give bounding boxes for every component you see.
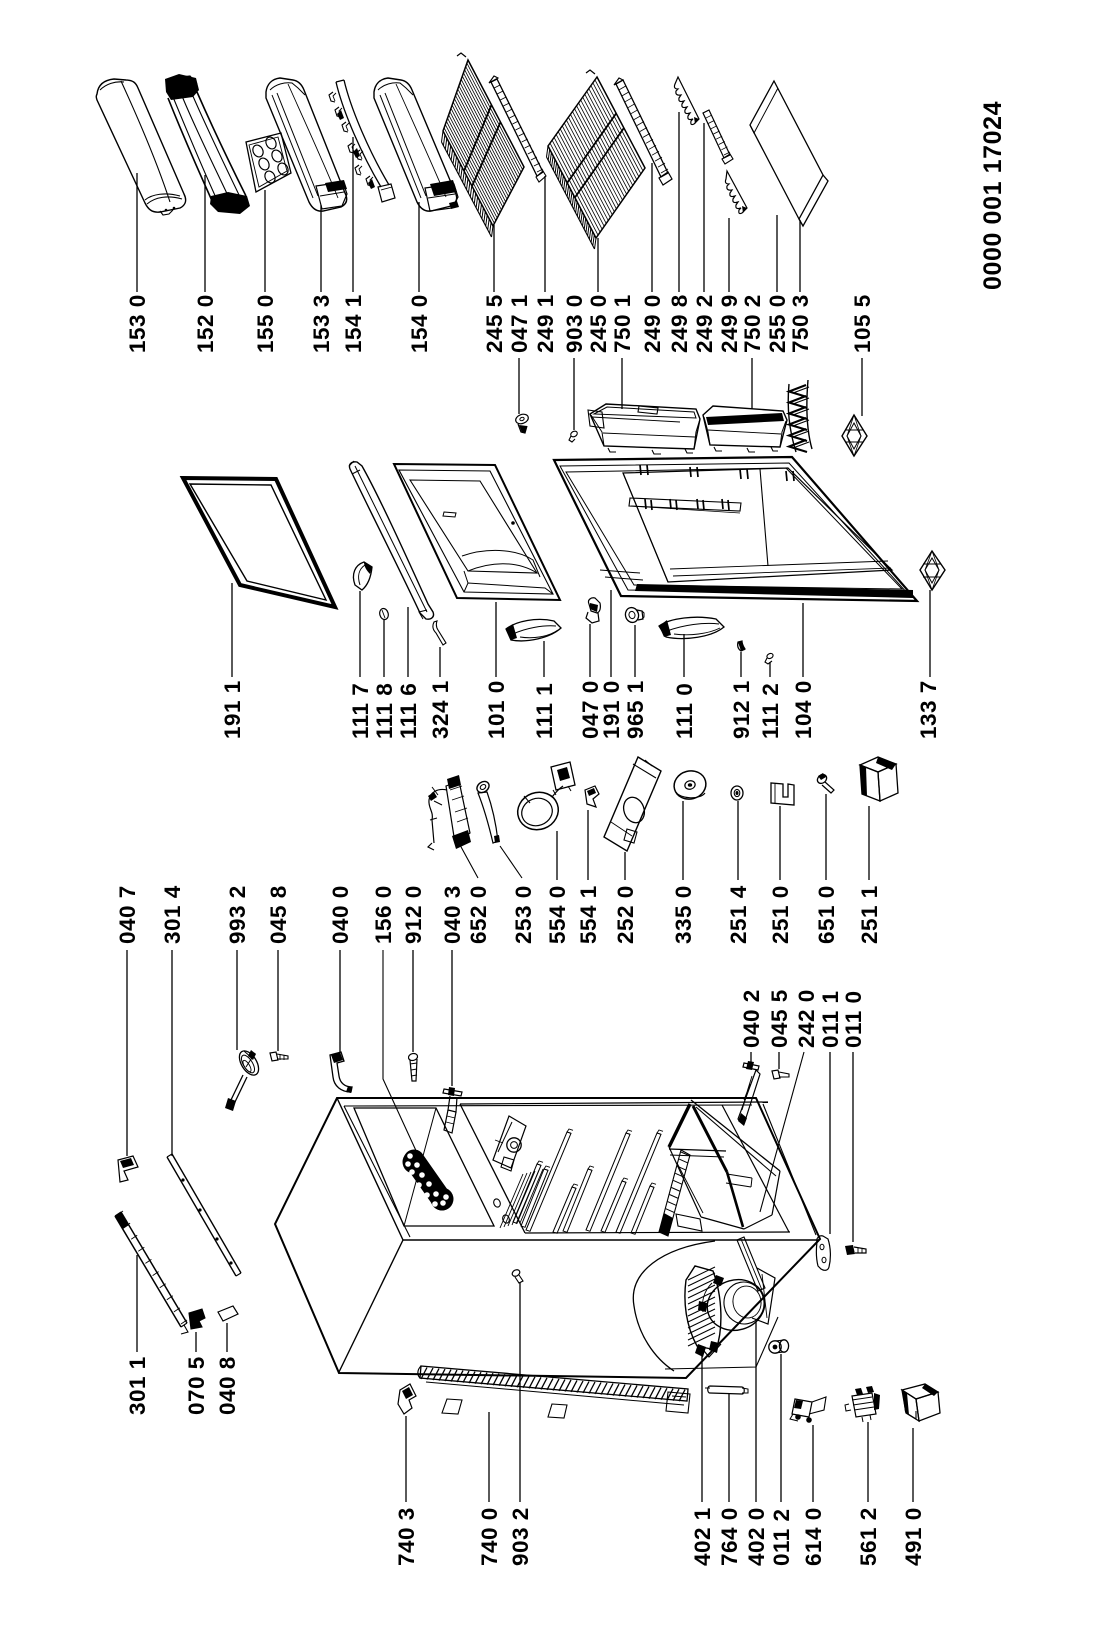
svg-text:249 9: 249 9 — [717, 294, 742, 353]
svg-text:651 0: 651 0 — [814, 885, 839, 944]
svg-text:040 7: 040 7 — [115, 885, 140, 944]
svg-text:324 1: 324 1 — [428, 680, 453, 739]
svg-text:111 6: 111 6 — [396, 683, 421, 739]
svg-text:045 8: 045 8 — [266, 885, 291, 944]
svg-text:111 8: 111 8 — [372, 683, 397, 739]
svg-text:111 1: 111 1 — [532, 683, 557, 739]
svg-text:255 0: 255 0 — [765, 294, 790, 353]
svg-text:245 5: 245 5 — [482, 294, 507, 353]
svg-text:993 2: 993 2 — [225, 885, 250, 944]
svg-text:750 1: 750 1 — [610, 294, 635, 353]
svg-text:153 3: 153 3 — [309, 294, 334, 353]
svg-text:253 0: 253 0 — [511, 885, 536, 944]
svg-text:040 0: 040 0 — [328, 885, 353, 944]
svg-text:133 7: 133 7 — [916, 680, 941, 739]
svg-text:153 0: 153 0 — [125, 294, 150, 353]
svg-text:152 0: 152 0 — [193, 294, 218, 353]
svg-text:554 1: 554 1 — [576, 885, 601, 944]
svg-text:301 4: 301 4 — [160, 885, 185, 944]
svg-text:614 0: 614 0 — [801, 1507, 826, 1566]
svg-text:335 0: 335 0 — [671, 885, 696, 944]
svg-text:249 0: 249 0 — [640, 294, 665, 353]
svg-text:750 3: 750 3 — [788, 294, 813, 353]
svg-text:047 1: 047 1 — [507, 294, 532, 353]
svg-text:040 3: 040 3 — [440, 885, 465, 944]
svg-text:764 0: 764 0 — [717, 1507, 742, 1566]
svg-text:249 1: 249 1 — [533, 294, 558, 353]
svg-text:040 8: 040 8 — [215, 1356, 240, 1415]
svg-text:191 1: 191 1 — [220, 680, 245, 739]
svg-text:0000 001 17024: 0000 001 17024 — [979, 101, 1007, 290]
svg-text:154 1: 154 1 — [341, 294, 366, 353]
svg-text:652 0: 652 0 — [466, 885, 491, 944]
svg-text:301 1: 301 1 — [125, 1356, 150, 1415]
svg-text:252 0: 252 0 — [613, 885, 638, 944]
svg-text:402 1: 402 1 — [690, 1507, 715, 1566]
svg-text:251 1: 251 1 — [857, 885, 882, 944]
svg-text:561 2: 561 2 — [856, 1507, 881, 1566]
svg-text:251 0: 251 0 — [768, 885, 793, 944]
svg-text:402 0: 402 0 — [744, 1507, 769, 1566]
svg-text:740 3: 740 3 — [394, 1507, 419, 1566]
svg-text:111 0: 111 0 — [672, 683, 697, 739]
svg-text:912 0: 912 0 — [401, 885, 426, 944]
svg-text:040 2: 040 2 — [739, 989, 764, 1048]
svg-text:011 2: 011 2 — [769, 1508, 794, 1566]
svg-text:045 5: 045 5 — [767, 989, 792, 1048]
svg-text:903 0: 903 0 — [562, 294, 587, 353]
svg-text:491 0: 491 0 — [901, 1507, 926, 1566]
svg-text:245 0: 245 0 — [586, 294, 611, 353]
svg-text:251 4: 251 4 — [726, 885, 751, 944]
svg-text:156 0: 156 0 — [371, 885, 396, 944]
svg-text:154 0: 154 0 — [407, 294, 432, 353]
svg-text:249 2: 249 2 — [692, 294, 717, 353]
svg-text:047 0: 047 0 — [578, 680, 603, 739]
svg-text:104 0: 104 0 — [791, 680, 816, 739]
svg-text:912 1: 912 1 — [729, 680, 754, 739]
svg-text:965 1: 965 1 — [623, 680, 648, 739]
svg-text:242 0: 242 0 — [794, 989, 819, 1048]
svg-text:155 0: 155 0 — [253, 294, 278, 353]
svg-text:903 2: 903 2 — [508, 1507, 533, 1566]
svg-text:554 0: 554 0 — [545, 885, 570, 944]
svg-text:750 2: 750 2 — [740, 294, 765, 353]
svg-text:111 2: 111 2 — [758, 683, 783, 739]
svg-text:740 0: 740 0 — [477, 1507, 502, 1566]
svg-text:249 8: 249 8 — [667, 294, 692, 353]
svg-text:105 5: 105 5 — [850, 294, 875, 353]
svg-text:101 0: 101 0 — [484, 680, 509, 739]
svg-text:011 1: 011 1 — [818, 990, 843, 1048]
svg-text:191 0: 191 0 — [599, 680, 624, 739]
svg-text:111 7: 111 7 — [348, 683, 373, 739]
svg-text:070 5: 070 5 — [184, 1356, 209, 1415]
svg-text:011 0: 011 0 — [841, 990, 866, 1048]
